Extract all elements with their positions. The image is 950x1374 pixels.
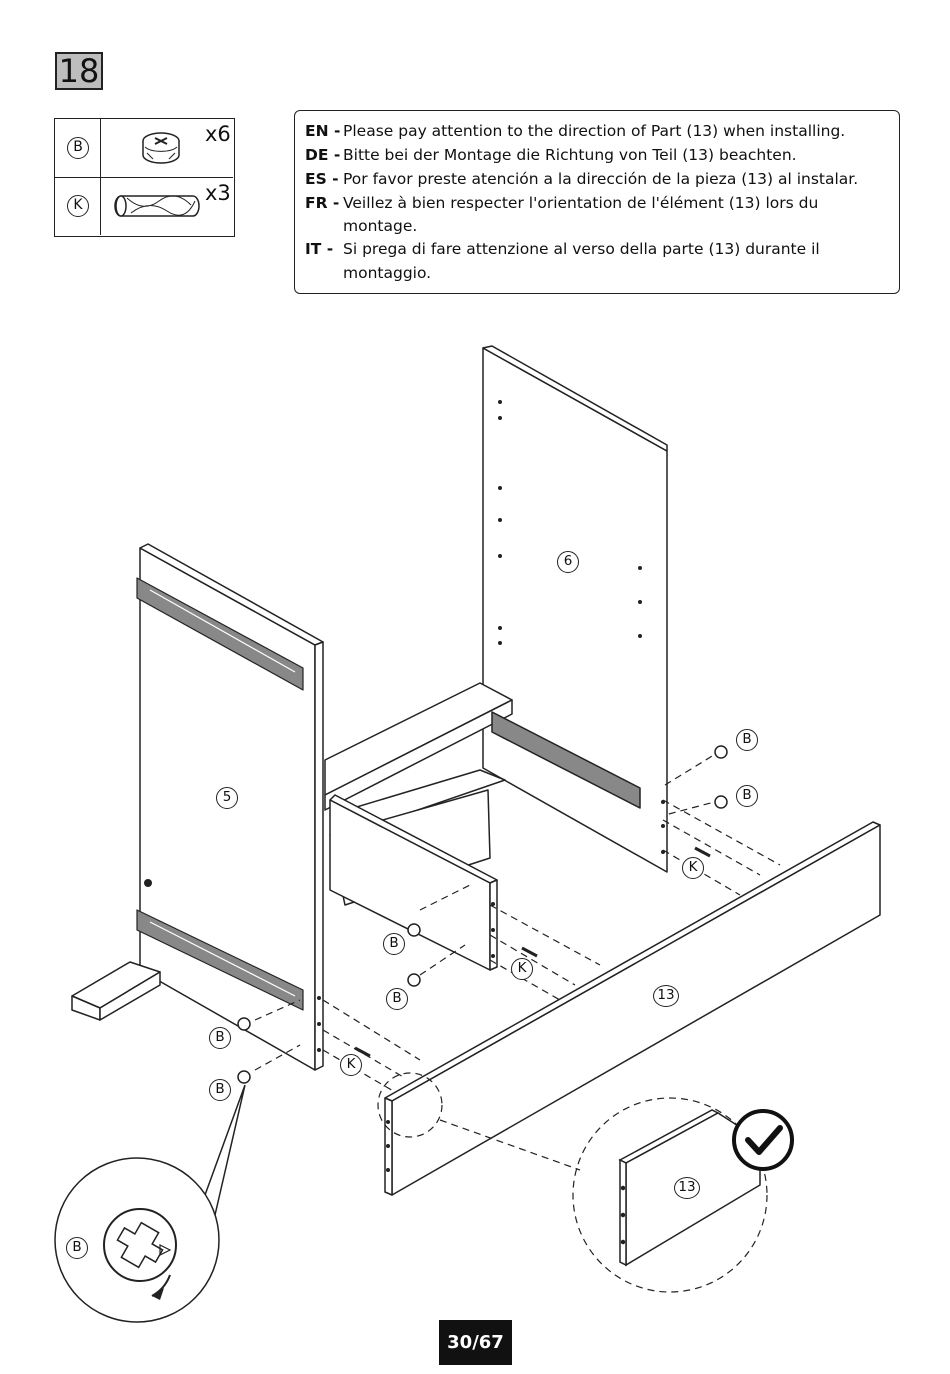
panel-label-13: 13 [653,985,679,1007]
left-drawer-slides [136,577,304,1011]
panel-holes [144,400,665,1172]
instruction-de: DE -Bitte bei der Montage die Richtung v… [305,146,797,164]
cam-lock-icon [142,132,180,164]
front-panel-13 [384,821,881,1196]
instruction-en: EN -Please pay attention to the directio… [305,122,846,140]
detail-label-13: 13 [674,1177,700,1199]
panel-label-6: 6 [557,551,579,573]
callout-b-3: B [383,933,405,955]
callout-b-2: B [736,785,758,807]
instruction-it-cont: montaggio. [343,264,432,282]
callout-b-1: B [736,729,758,751]
middle-divider [329,794,498,971]
callout-k-1: K [682,857,704,879]
part-row-b: B x6 [55,119,233,178]
step-number: 18 [55,52,103,90]
dowels [354,846,711,1058]
part-qty-b: x6 [205,122,231,146]
part-letter-k: K [67,195,89,217]
callout-b-detail: B [66,1237,88,1259]
callout-b-6: B [209,1079,231,1101]
part-qty-k: x3 [205,181,231,205]
panel-label-5: 5 [216,787,238,809]
back-drawer-slide [491,711,641,809]
callout-k-2: K [511,958,533,980]
callout-k-3: K [340,1054,362,1076]
top-rail [324,682,513,811]
instruction-fr: FR -Veillez à bien respecter l'orientati… [305,194,819,212]
instruction-box: EN -Please pay attention to the directio… [294,110,900,294]
callout-b-5: B [209,1027,231,1049]
base-foot [71,961,161,1021]
page-number: 30/67 [439,1320,512,1365]
instruction-es: ES -Por favor preste atención a la direc… [305,170,859,188]
part-row-k: K x3 [55,178,233,236]
cam-fittings [237,745,728,1084]
instruction-it: IT -Si prega di fare attenzione al verso… [305,240,820,258]
wooden-dowel-icon [114,195,200,217]
instruction-fr-cont: montage. [343,217,418,235]
checkmark-icon [732,1109,794,1171]
cam-detail [54,1084,246,1323]
callout-b-4: B [386,988,408,1010]
part-letter-b: B [67,137,89,159]
parts-table: B x6 K x3 [54,118,235,237]
